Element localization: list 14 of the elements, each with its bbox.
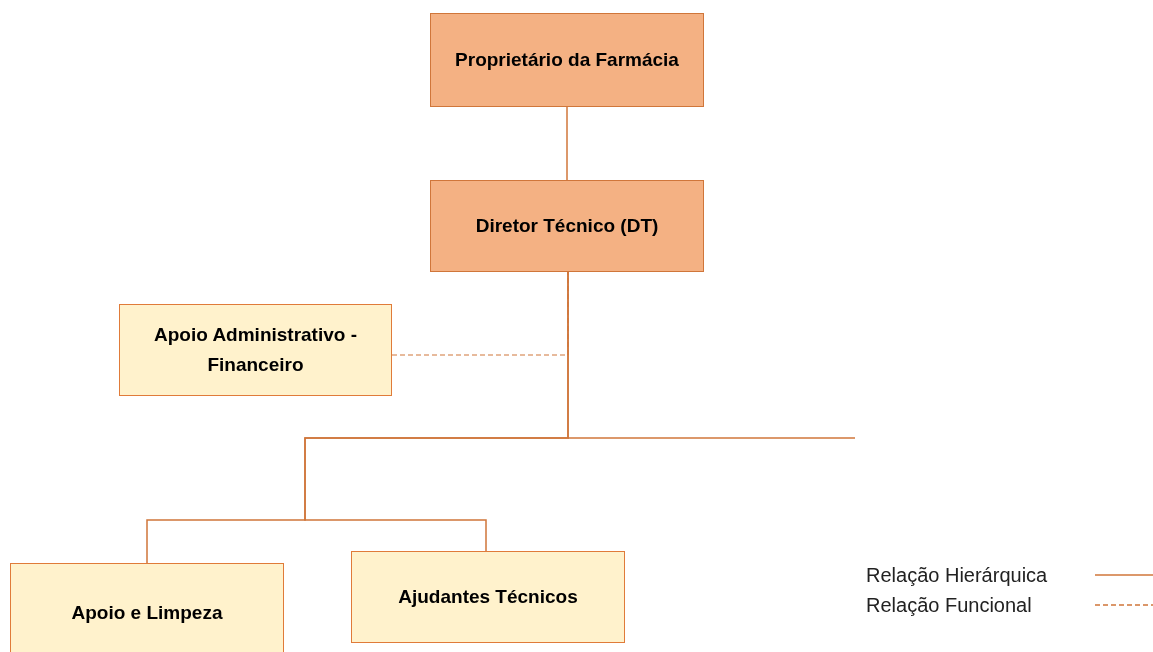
org-box — [351, 551, 625, 643]
connector-line — [304, 271, 569, 552]
org-box — [119, 304, 392, 396]
legend-label: Relação Funcional — [866, 593, 1033, 618]
org-box — [430, 13, 704, 107]
box-label: Diretor Técnico (DT) — [475, 213, 659, 238]
org-box — [430, 180, 704, 272]
box-label: Proprietário da Farmácia — [455, 47, 679, 72]
box-label: Ajudantes Técnicos — [398, 584, 578, 609]
org-box — [10, 563, 284, 652]
legend-label: Relação Hierárquica — [866, 563, 1049, 588]
box-label: Apoio Administrativo - Financeiro — [153, 322, 358, 377]
connector-line — [566, 106, 568, 181]
box-label: Apoio e Limpeza — [71, 600, 223, 625]
